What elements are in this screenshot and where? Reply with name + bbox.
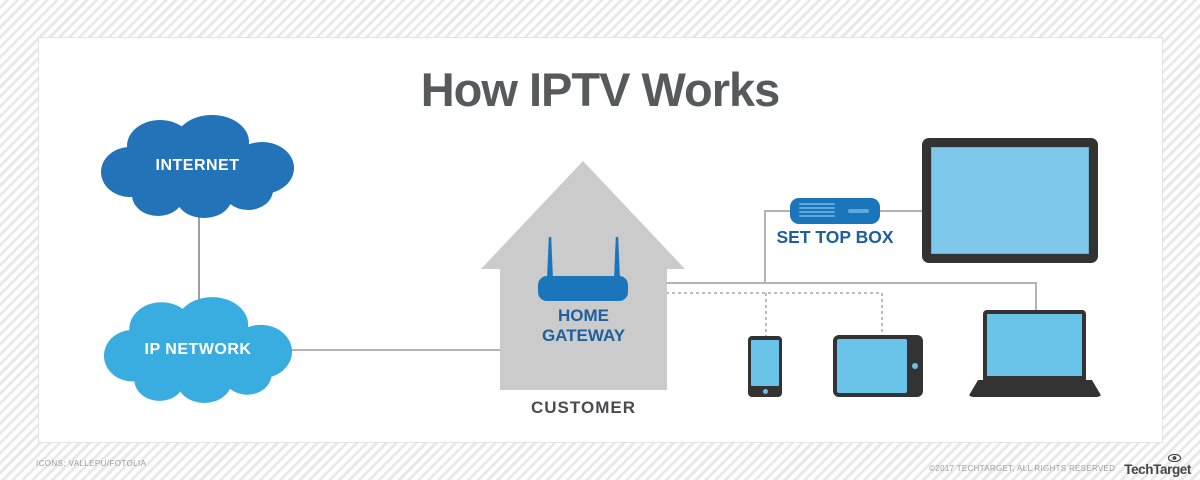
tv-icon (922, 138, 1098, 263)
tablet-screen (837, 339, 907, 393)
home-gateway-label: HOME GATEWAY (541, 306, 626, 346)
laptop-screen (987, 314, 1082, 376)
line-router-to-settopbox (764, 210, 791, 283)
internet-cloud-icon (101, 115, 294, 218)
router-antenna-icon (547, 237, 553, 279)
laptop-icon (983, 310, 1086, 380)
smartphone-screen (751, 340, 779, 386)
tablet-home-button (912, 363, 918, 369)
techtarget-logo-text: TechTarget (1124, 462, 1191, 477)
laptop-base (968, 380, 1102, 397)
set-top-box-light (848, 209, 869, 213)
smartphone-icon (748, 336, 782, 397)
ip-network-cloud-icon (103, 297, 293, 403)
ip-network-label: IP NETWORK (144, 341, 252, 358)
set-top-box-label: SET TOP BOX (776, 227, 894, 247)
set-top-box-vent (799, 211, 835, 213)
set-top-box-vent (799, 207, 835, 209)
set-top-box-vent (799, 215, 835, 217)
tv-screen (931, 147, 1089, 254)
customer-label: CUSTOMER (531, 398, 636, 417)
copyright-text: ©2017 TECHTARGET, ALL RIGHTS RESERVED (929, 463, 1116, 473)
tablet-icon (833, 335, 923, 397)
techtarget-eye-icon (1167, 453, 1181, 463)
page-title: How IPTV Works (420, 63, 781, 116)
smartphone-home-button (762, 389, 768, 394)
icon-credits: ICONS: VALLEPU/FOTOLIA (36, 459, 147, 468)
footer-right: ©2017 TECHTARGET, ALL RIGHTS RESERVED Te… (929, 453, 1195, 477)
set-top-box-icon (790, 198, 880, 224)
internet-label: INTERNET (155, 157, 240, 174)
line-router-to-laptop (627, 282, 1037, 311)
techtarget-logo: TechTarget (1124, 453, 1195, 477)
house-roof-icon (481, 161, 685, 269)
set-top-box-vent (799, 203, 835, 205)
wifi-router-icon (538, 276, 628, 301)
router-antenna-icon (614, 237, 620, 279)
